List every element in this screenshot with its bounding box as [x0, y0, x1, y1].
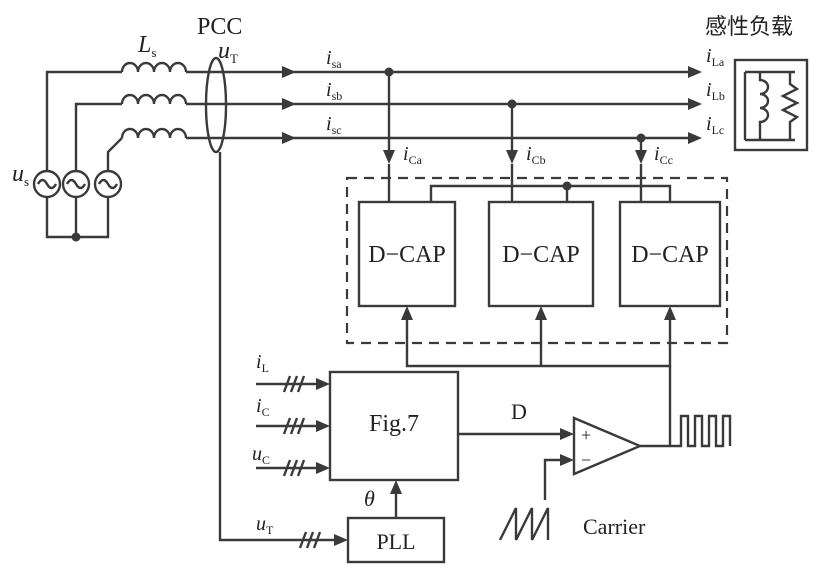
sawtooth-icon: [498, 507, 550, 541]
inductor-icon: [758, 72, 770, 140]
theta-label: θ: [364, 486, 375, 511]
isb-label: isb: [326, 79, 342, 103]
arrow-icon: [316, 378, 330, 390]
dcap-enclosure: [345, 176, 729, 345]
pll-input-label: uT: [256, 513, 274, 537]
dcap-neutral-bus: [429, 181, 672, 202]
comparator-minus: −: [581, 450, 591, 470]
pll-label: PLL: [376, 529, 415, 554]
pwm-pulse-icon: [675, 414, 732, 448]
ac-source-icon: [32, 169, 62, 199]
triple-bus-icon: [298, 531, 322, 549]
inductor-icon: [120, 61, 188, 139]
dcap-block-b: D−CAP: [487, 200, 595, 308]
pcc-voltage-feed: [218, 152, 348, 549]
arrow-icon: [688, 132, 702, 144]
ac-source-icon: [93, 169, 123, 199]
arrow-icon: [506, 150, 518, 164]
input-uc-label: uC: [252, 443, 270, 467]
ila-label: iLa: [706, 45, 725, 69]
line-inductance-label: Ls: [137, 32, 156, 60]
gating-bus: [401, 306, 676, 446]
control-block-label: Fig.7: [369, 411, 419, 437]
control-inputs: [256, 375, 330, 477]
pll-block: [346, 516, 446, 564]
ilc-label: iLc: [706, 113, 724, 137]
ilb-label: iLb: [706, 79, 725, 103]
phase-lines: [186, 66, 702, 144]
arrow-icon: [688, 66, 702, 78]
icb-label: iCb: [526, 143, 546, 167]
arrow-icon: [334, 534, 348, 546]
compensator-taps: [383, 67, 647, 202]
dcap-label: D−CAP: [631, 242, 709, 268]
carrier-label: Carrier: [583, 514, 646, 539]
comparator-icon: [572, 416, 644, 476]
arrow-icon: [401, 306, 413, 320]
ac-sources: [32, 70, 123, 242]
arrow-icon: [688, 98, 702, 110]
dcap-block-c: D−CAP: [618, 200, 722, 308]
inductive-load: [733, 58, 809, 152]
arrow-icon: [560, 454, 574, 466]
load-title: 感性负载: [705, 15, 793, 40]
arrow-icon: [282, 66, 296, 78]
pcc-label: PCC: [197, 14, 242, 40]
dcap-label: D−CAP: [502, 242, 580, 268]
isc-label: isc: [326, 113, 342, 137]
resistor-icon: [780, 72, 800, 140]
duty-label: D: [511, 399, 527, 424]
source-voltage-label: us: [12, 161, 29, 189]
dcap-label: D−CAP: [368, 242, 446, 268]
comparator-plus: +: [581, 425, 591, 445]
arrow-icon: [316, 420, 330, 432]
arrow-icon: [560, 428, 574, 440]
arrow-icon: [383, 150, 395, 164]
arrow-icon: [282, 98, 296, 110]
arrow-icon: [390, 480, 402, 494]
pcc-voltage-label: uT: [218, 38, 238, 66]
icc-label: iCc: [654, 143, 673, 167]
arrow-icon: [635, 150, 647, 164]
dcap-block-a: D−CAP: [357, 200, 457, 308]
control-block: [328, 370, 460, 482]
input-il-label: iL: [256, 351, 269, 375]
pcc-ellipse: [204, 56, 228, 154]
arrow-icon: [664, 306, 676, 320]
ac-source-icon: [61, 169, 91, 199]
ica-label: iCa: [403, 143, 423, 167]
isa-label: isa: [326, 47, 342, 71]
arrow-icon: [535, 306, 547, 320]
arrow-icon: [282, 132, 296, 144]
arrow-icon: [316, 462, 330, 474]
input-ic-label: iC: [256, 395, 270, 419]
junction-dot-icon: [71, 232, 81, 242]
triple-bus-icon: [282, 375, 306, 477]
